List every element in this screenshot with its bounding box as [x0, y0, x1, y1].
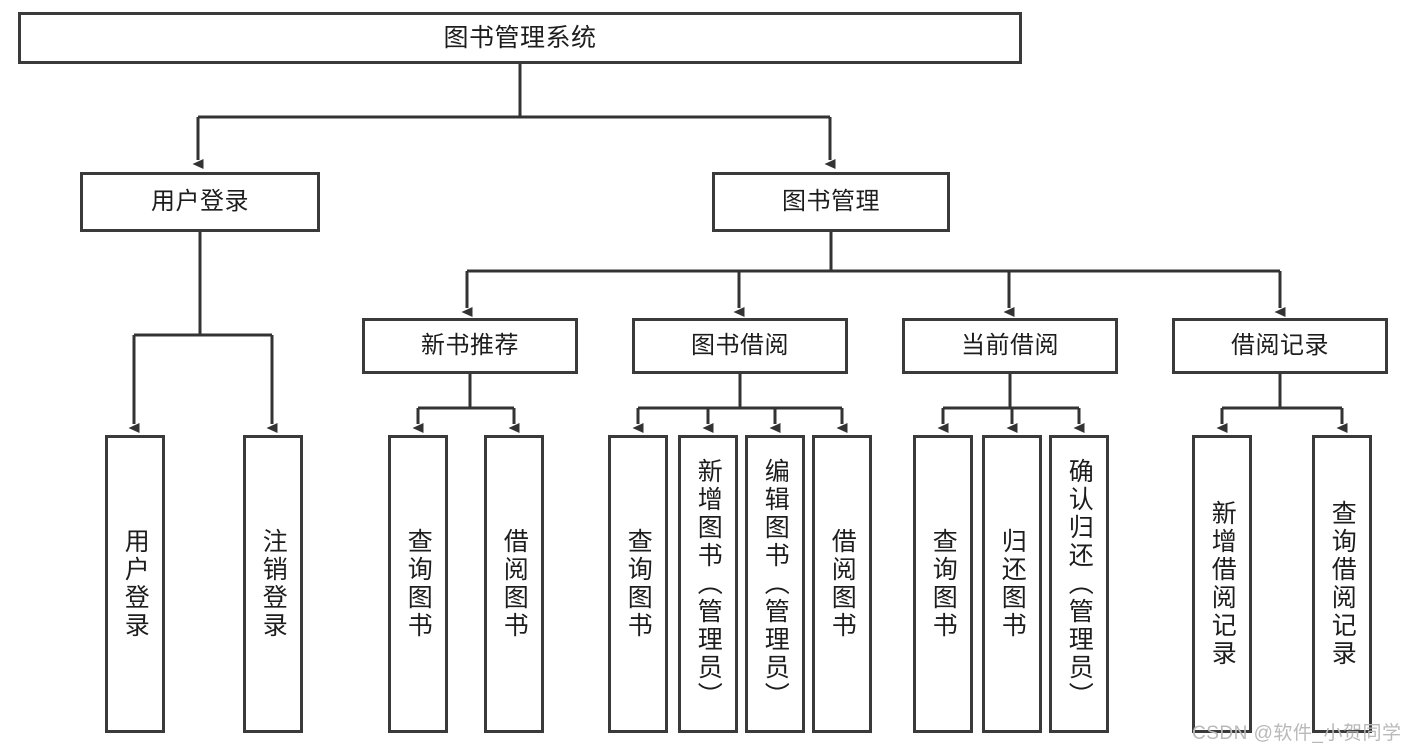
leaf-add-book-admin[interactable]: 新增图书（管理员）: [678, 435, 738, 733]
node-borrow-record-label: 借阅记录: [1231, 332, 1329, 360]
leaf-query-book-new[interactable]: 查询图书: [388, 435, 448, 733]
leaf-query-borrow-record[interactable]: 查询借阅记录: [1312, 435, 1372, 733]
node-current-borrow[interactable]: 当前借阅: [902, 318, 1118, 374]
leaf-query-book-new-label: 查询图书: [404, 528, 433, 640]
leaf-return-book[interactable]: 归还图书: [982, 435, 1042, 733]
leaf-add-book-admin-label: 新增图书（管理员）: [694, 458, 723, 710]
leaf-add-borrow-record[interactable]: 新增借阅记录: [1192, 435, 1252, 733]
node-book-management-label: 图书管理: [782, 188, 880, 216]
leaf-query-borrow-record-label: 查询借阅记录: [1328, 500, 1357, 668]
leaf-edit-book-admin[interactable]: 编辑图书（管理员）: [745, 435, 805, 733]
leaf-borrow-book-new-label: 借阅图书: [500, 528, 529, 640]
leaf-query-book-current-label: 查询图书: [929, 528, 958, 640]
connector-book-borrow-to-leaves: [632, 374, 848, 433]
leaf-query-book-current[interactable]: 查询图书: [913, 435, 973, 733]
connector-borrow-record-to-leaves: [1216, 374, 1348, 433]
leaf-return-book-label: 归还图书: [998, 528, 1027, 640]
leaf-user-login[interactable]: 用户登录: [105, 435, 165, 733]
node-root[interactable]: 图书管理系统: [18, 12, 1022, 64]
leaf-confirm-return-admin[interactable]: 确认归还（管理员）: [1049, 435, 1109, 733]
leaf-logout[interactable]: 注销登录: [243, 435, 303, 733]
node-user-login-label: 用户登录: [151, 188, 249, 216]
connector-root-to-level2: [192, 64, 836, 169]
node-root-label: 图书管理系统: [443, 23, 597, 52]
node-current-borrow-label: 当前借阅: [961, 332, 1059, 360]
connector-book-management-to-level3: [461, 232, 1286, 317]
node-new-book-recommend[interactable]: 新书推荐: [362, 318, 578, 374]
node-user-login[interactable]: 用户登录: [80, 172, 320, 232]
leaf-edit-book-admin-label: 编辑图书（管理员）: [761, 458, 790, 710]
node-book-management[interactable]: 图书管理: [712, 172, 950, 232]
leaf-borrow-book[interactable]: 借阅图书: [812, 435, 872, 733]
leaf-borrow-book-new[interactable]: 借阅图书: [484, 435, 544, 733]
csdn-watermark: CSDN @软件_小贺同学: [1192, 723, 1402, 744]
connector-new-book-to-leaves: [412, 374, 520, 433]
leaf-borrow-book-label: 借阅图书: [828, 528, 857, 640]
connector-user-login-to-leaves: [128, 232, 278, 433]
node-new-book-recommend-label: 新书推荐: [421, 332, 519, 360]
node-book-borrow[interactable]: 图书借阅: [632, 318, 848, 374]
node-borrow-record[interactable]: 借阅记录: [1172, 318, 1388, 374]
leaf-logout-label: 注销登录: [259, 528, 288, 640]
leaf-add-borrow-record-label: 新增借阅记录: [1208, 500, 1237, 668]
node-book-borrow-label: 图书借阅: [691, 332, 789, 360]
leaf-confirm-return-admin-label: 确认归还（管理员）: [1065, 458, 1094, 710]
leaf-user-login-label: 用户登录: [121, 528, 150, 640]
connector-current-borrow-to-leaves: [937, 374, 1085, 433]
leaf-query-book-borrow-label: 查询图书: [624, 528, 653, 640]
leaf-query-book-borrow[interactable]: 查询图书: [608, 435, 668, 733]
